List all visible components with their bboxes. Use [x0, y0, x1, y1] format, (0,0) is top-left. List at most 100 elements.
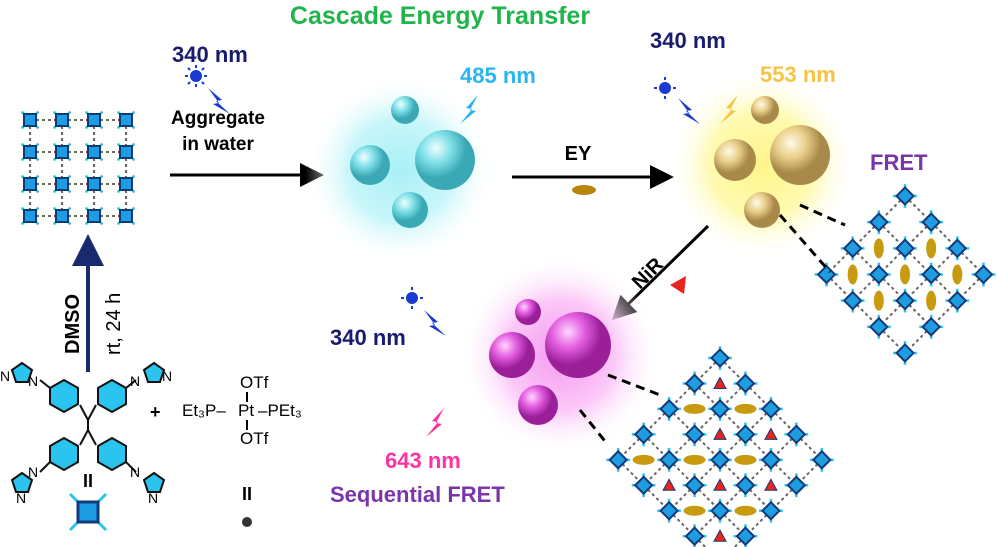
lattice-node: [631, 473, 656, 498]
lattice-node: [919, 262, 944, 287]
lattice-node: [759, 397, 783, 421]
eosin-y-guest: [873, 290, 884, 311]
emission-643-label: 643 nm: [385, 448, 461, 473]
in-water-label: in water: [182, 134, 254, 155]
excitation-label-2: 340 nm: [650, 28, 726, 53]
lattice-node: [116, 142, 136, 162]
condition-label: rt, 24 h: [103, 293, 125, 355]
sequential-fret-label: Sequential FRET: [330, 482, 505, 507]
nile-red-guest: [713, 427, 727, 440]
nile-red-guest: [662, 478, 676, 491]
lattice-node: [84, 174, 104, 194]
lattice-node: [52, 110, 72, 130]
cyan-aggregate: [305, 75, 495, 265]
imidazole-n: N: [130, 373, 140, 389]
lattice-node: [20, 206, 40, 226]
lattice-node: [52, 142, 72, 162]
zoom-dash: [578, 409, 610, 446]
eosin-y-guest: [926, 238, 937, 259]
lattice-node: [20, 110, 40, 130]
zoom-dash: [607, 373, 661, 397]
pt-otf-top: OTf: [240, 373, 269, 392]
plus-sign: +: [150, 402, 161, 422]
lattice-node: [682, 473, 707, 498]
lattice-node: [708, 447, 732, 472]
lattice-node: [116, 206, 136, 226]
lattice-node: [733, 524, 758, 547]
nile-red-guest: [713, 376, 727, 389]
lattice-node: [682, 371, 707, 396]
eosin-y-guest: [952, 264, 963, 285]
nir-label: NiR: [628, 253, 668, 293]
lattice-node: [866, 314, 891, 339]
eosin-y-guest: [926, 290, 937, 311]
diamond-lattice-ey-nir: [606, 346, 834, 547]
lattice-node: [657, 397, 681, 421]
eosin-y-guest: [632, 454, 655, 465]
emission-485-label: 485 nm: [460, 63, 536, 88]
pt-pet3-right: –PEt₃: [258, 401, 302, 420]
lattice-node: [20, 174, 40, 194]
excitation-label-1: 340 nm: [172, 42, 248, 67]
pt-node-icon: [242, 517, 252, 527]
eosin-y-guest: [734, 403, 757, 414]
lattice-node: [733, 422, 758, 447]
lattice-node: [84, 142, 104, 162]
lattice-node: [866, 262, 891, 287]
eosin-y-guest: [900, 264, 910, 285]
lattice-node: [893, 184, 917, 208]
lattice-node: [708, 397, 732, 421]
excitation-label-3: 340 nm: [330, 325, 406, 350]
lattice-node: [840, 236, 865, 261]
ey-label: EY: [565, 143, 592, 165]
lattice-node: [631, 422, 656, 447]
lattice-node: [945, 288, 970, 313]
sun-icon: [654, 77, 676, 99]
lattice-node: [20, 142, 40, 162]
eosin-y-guest: [683, 454, 706, 465]
imidazole-n: N: [16, 490, 26, 506]
lightning-icon: [720, 95, 738, 124]
eosin-y-guest: [847, 264, 858, 285]
lattice-node: [708, 498, 732, 523]
lattice-node: [682, 524, 707, 547]
lattice-node: [116, 110, 136, 130]
lattice-node: [919, 210, 944, 235]
zoom-dash: [778, 214, 832, 273]
eosin-y-icon: [572, 185, 596, 195]
imidazole-n: N: [148, 490, 158, 506]
lattice-node: [866, 210, 891, 235]
imidazole-n: N: [0, 368, 10, 384]
lattice-node: [784, 422, 809, 447]
lightning-icon: [424, 310, 446, 336]
lattice-node: [682, 422, 707, 447]
nile-red-guest: [764, 427, 778, 440]
lattice-node: [893, 341, 917, 365]
eosin-y-guest: [683, 505, 706, 516]
nile-red-guest: [713, 529, 727, 542]
square-lattice: [20, 110, 136, 226]
nile-red-icon: [670, 276, 686, 294]
diamond-lattice-ey: [814, 184, 996, 365]
yellow-aggregate: [667, 70, 857, 260]
equals-sign: II: [242, 484, 252, 504]
pink-aggregate: [460, 255, 660, 455]
ligand-structure: [10, 361, 166, 493]
lattice-node: [657, 498, 681, 523]
lattice-node: [809, 447, 834, 472]
lattice-node: [84, 206, 104, 226]
lattice-node: [733, 473, 758, 498]
lattice-node: [733, 371, 758, 396]
lattice-node: [116, 174, 136, 194]
lattice-node: [52, 174, 72, 194]
imidazole-n: N: [28, 464, 38, 480]
eosin-y-guest: [734, 505, 757, 516]
imidazole-n: N: [28, 373, 38, 389]
nile-red-guest: [713, 478, 727, 491]
sun-icon: [401, 287, 423, 309]
imidazole-n: N: [162, 368, 172, 384]
lattice-node: [52, 206, 72, 226]
pt-otf-bottom: OTf: [240, 429, 269, 448]
